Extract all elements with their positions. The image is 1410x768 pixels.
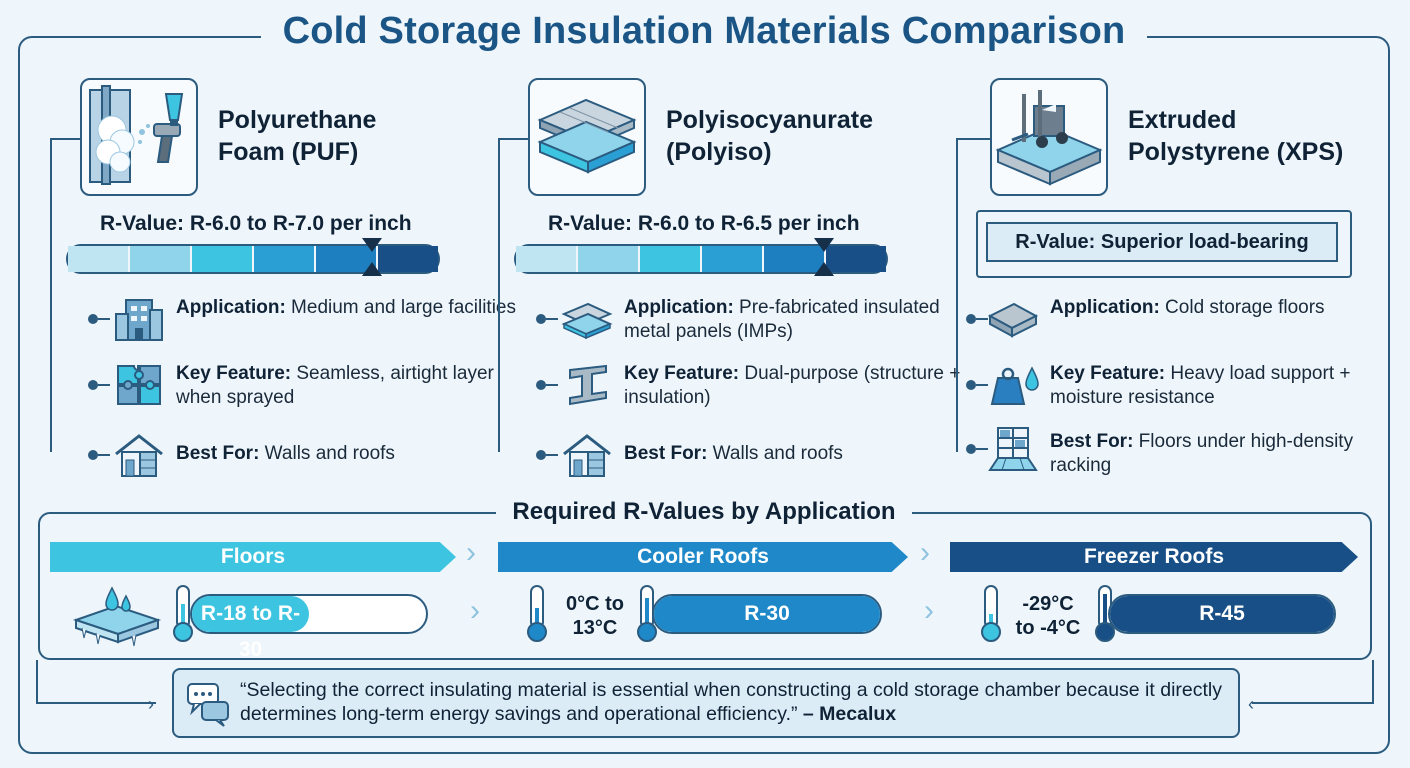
item-label: Key Feature: — [624, 363, 740, 384]
connector-line — [36, 660, 38, 704]
list-item: Application: Medium and large facilities — [88, 296, 516, 352]
item-label: Best For: — [176, 443, 260, 464]
r-value-scale — [66, 244, 440, 274]
r-value-bar-cooler: R-30 — [652, 594, 882, 634]
connector-line — [1372, 660, 1374, 704]
chevron-right-icon: › — [924, 594, 934, 627]
connector-line — [1252, 702, 1372, 704]
list-item: Key Feature: Seamless, airtight layer wh… — [88, 362, 512, 418]
spine-connector — [498, 138, 528, 140]
thermometer-icon — [981, 585, 1001, 642]
spine-connector — [956, 138, 990, 140]
quote-source: – Mecalux — [797, 703, 897, 725]
building-icon — [115, 299, 163, 341]
puzzle-icon — [117, 365, 161, 405]
required-title: Required R-Values by Application — [496, 498, 912, 526]
material-name: Polyurethane Foam (PUF) — [218, 106, 377, 166]
thermometer-icon — [527, 585, 547, 642]
thermometer-icon — [637, 585, 657, 642]
arrow-left-icon: ‹ — [1248, 694, 1254, 714]
spray-foam-icon — [80, 78, 198, 196]
connector-line — [36, 702, 156, 704]
item-text: Pre-fabricated insulated metal panels (I… — [624, 297, 940, 342]
metal-panel-icon — [561, 302, 613, 340]
chevron-cooler-roofs: Cooler Roofs — [498, 542, 908, 572]
chevron-freezer-roofs: Freezer Roofs — [950, 542, 1358, 572]
item-label: Best For: — [624, 443, 708, 464]
forklift-icon — [990, 78, 1108, 196]
r-value-bar-floors: R-18 to R-30 — [190, 594, 428, 661]
spine-connector — [50, 138, 80, 140]
chevron-right-icon: › — [920, 536, 930, 569]
item-label: Application: — [176, 297, 286, 318]
bar-fill: R-45 — [1110, 596, 1334, 632]
item-label: Key Feature: — [176, 363, 292, 384]
racking-icon — [988, 427, 1038, 471]
quote-text: “Selecting the correct insulating materi… — [240, 678, 1230, 726]
r-value-label: R-Value: R-6.0 to R-7.0 per inch — [100, 212, 412, 235]
r-value-marker — [814, 238, 834, 276]
list-item: Best For: Floors under high-density rack… — [966, 426, 1386, 482]
item-text: Heavy load support + moisture resistance — [1050, 363, 1351, 408]
item-text: Walls and roofs — [259, 443, 395, 464]
item-text: Walls and roofs — [707, 443, 843, 464]
list-item: Key Feature: Dual-purpose (structure + i… — [536, 362, 961, 418]
item-text: Medium and large facilities — [285, 297, 516, 318]
chevron-right-icon: › — [466, 536, 476, 569]
material-name: Polyisocyanurate (Polyiso) — [666, 106, 874, 166]
page-title-wrap: Cold Storage Insulation Materials Compar… — [0, 10, 1408, 53]
item-text: Cold storage floors — [1159, 297, 1325, 318]
material-name: Extruded Polystyrene (XPS) — [1128, 106, 1344, 166]
house-icon — [563, 434, 611, 477]
spine-line — [956, 138, 958, 452]
list-item: Key Feature: Heavy load support + moistu… — [966, 362, 1386, 418]
bar-fill: R-30 — [654, 596, 880, 632]
page-title: Cold Storage Insulation Materials Compar… — [260, 10, 1148, 53]
steel-beam-icon — [569, 364, 607, 406]
list-item: Best For: Walls and roofs — [88, 432, 512, 488]
chevron-floors: Floors — [50, 542, 456, 572]
r-value-bar-freezer: R-45 — [1108, 594, 1336, 634]
thermometer-icon — [173, 585, 193, 642]
item-label: Application: — [1050, 297, 1160, 318]
list-item: Application: Cold storage floors — [966, 296, 1386, 352]
quote-box: “Selecting the correct insulating materi… — [172, 668, 1240, 738]
spine-line — [498, 138, 500, 452]
chat-bubbles-icon — [187, 683, 229, 727]
item-label: Key Feature: — [1050, 363, 1166, 384]
panel-stack-icon — [528, 78, 646, 196]
list-item: Best For: Walls and roofs — [536, 432, 960, 488]
temp-range: 0°C to 13°C — [566, 593, 624, 639]
item-label: Application: — [624, 297, 734, 318]
house-icon — [115, 434, 163, 477]
weight-drop-icon — [990, 366, 1039, 405]
quote-body: “Selecting the correct insulating materi… — [240, 679, 1222, 725]
item-text: Dual-purpose (structure + insulation) — [624, 363, 961, 408]
required-title-wrap: Required R-Values by Application — [0, 498, 1408, 526]
item-label: Best For: — [1050, 431, 1134, 452]
bar-fill: R-18 to R-30 — [192, 596, 309, 661]
r-value-label: R-Value: R-6.0 to R-6.5 per inch — [548, 212, 860, 235]
temp-range: -29°C to -4°C — [1015, 593, 1081, 639]
material-column-xps: Extruded Polystyrene (XPS) R-Value: Supe… — [956, 78, 1410, 478]
chevron-right-icon: › — [470, 594, 480, 627]
spine-line — [50, 138, 52, 452]
material-column-puf: Polyurethane Foam (PUF) R-Value: R-6.0 t… — [50, 78, 516, 478]
list-item: Application: Pre-fabricated insulated me… — [536, 296, 960, 352]
floor-slab-icon — [987, 302, 1039, 338]
item-text: Floors under high-density racking — [1050, 431, 1354, 476]
item-text: Seamless, airtight layer when sprayed — [176, 363, 494, 408]
r-value-marker — [362, 238, 382, 276]
material-column-polyiso: Polyisocyanurate (Polyiso) R-Value: R-6.… — [498, 78, 960, 478]
arrow-right-icon: › — [148, 694, 154, 714]
frozen-floor-icon — [72, 586, 162, 647]
r-value-label: R-Value: Superior load-bearing — [986, 222, 1338, 262]
